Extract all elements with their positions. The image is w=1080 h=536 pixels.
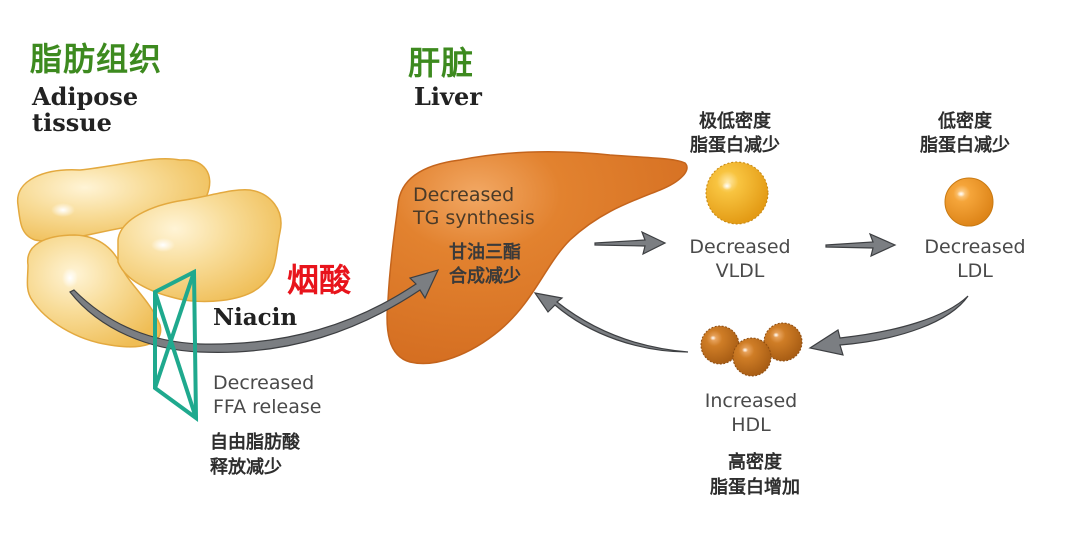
- ffa-effect-en-line1: Decreased: [213, 372, 315, 394]
- arrow-shaft: [594, 230, 667, 256]
- adipose-title-en-line1: Adipose: [32, 82, 139, 111]
- liver-effect-cn-line2: 合成减少: [449, 266, 521, 287]
- arrow-ldl-to-hdl: [808, 295, 969, 356]
- vldl-sphere: [705, 161, 769, 225]
- adipose-tissue: [17, 157, 282, 348]
- liver-title-cn: 肝脏: [408, 44, 475, 82]
- hdl-shine: [710, 335, 716, 341]
- adipose-title-cn: 脂肪组织: [30, 40, 163, 78]
- vldl-en-line1: Decreased: [689, 236, 791, 258]
- hdl-cn-line1: 高密度: [728, 452, 782, 473]
- arrow-shaft: [825, 232, 897, 258]
- hdl-shine: [742, 347, 748, 353]
- ffa-effect-en-line2: FFA release: [213, 396, 322, 418]
- hdl-particle: [700, 322, 803, 377]
- fat-shine-3: [62, 268, 78, 288]
- fat-cell-bottom-left: [26, 234, 162, 348]
- hdl-sphere-right: [763, 322, 803, 362]
- hdl-en-line1: Increased: [704, 390, 798, 412]
- ffa-effect-cn-line1: 自由脂肪酸: [210, 432, 300, 453]
- adipose-title-en-line2: tissue: [32, 108, 112, 137]
- vldl-shine: [722, 182, 732, 190]
- hdl-cn-line2: 脂蛋白增加: [710, 477, 800, 498]
- ldl-particle: [944, 177, 994, 227]
- hdl-sphere-middle: [732, 337, 772, 377]
- liver-effect-en-line1: Decreased: [413, 184, 515, 206]
- vldl-cn-line2: 脂蛋白减少: [690, 135, 780, 156]
- niacin-blocker-icon: [153, 268, 199, 422]
- hdl-en-line2: HDL: [731, 414, 771, 436]
- liver-organ: [386, 150, 688, 365]
- arrow-shaft: [533, 292, 689, 353]
- hdl-shine: [773, 332, 779, 338]
- liver-effect-en-line2: TG synthesis: [413, 207, 535, 229]
- ldl-cn-line1: 低密度: [938, 111, 992, 132]
- niacin-label-en: Niacin: [213, 304, 298, 331]
- liver-effect-cn-line1: 甘油三酯: [449, 242, 521, 263]
- ldl-en-line1: Decreased: [924, 236, 1026, 258]
- fat-shine-2: [151, 238, 175, 252]
- niacin-label-cn: 烟酸: [287, 261, 352, 299]
- ldl-shine: [957, 191, 965, 197]
- ldl-cn-line2: 脂蛋白减少: [920, 135, 1010, 156]
- blocker-cross-1: [153, 291, 198, 419]
- fat-cell-right: [117, 188, 282, 303]
- liver-shape: [386, 150, 688, 365]
- ldl-en-line2: LDL: [957, 260, 993, 282]
- vldl-particle: [705, 161, 769, 225]
- blocker-cross-2: [153, 271, 196, 389]
- arrow-shaft: [808, 295, 969, 356]
- ffa-effect-cn-line2: 释放减少: [210, 457, 282, 478]
- liver-title-en: Liver: [414, 82, 482, 111]
- vldl-en-line2: VLDL: [715, 260, 765, 282]
- arrow-hdl-to-liver: [533, 292, 689, 353]
- arrow-vldl-to-ldl: [825, 232, 897, 258]
- ldl-sphere: [944, 177, 994, 227]
- vldl-cn-line1: 极低密度: [699, 111, 771, 132]
- fat-shine-1: [51, 203, 75, 217]
- arrow-liver-to-vldl: [594, 230, 667, 256]
